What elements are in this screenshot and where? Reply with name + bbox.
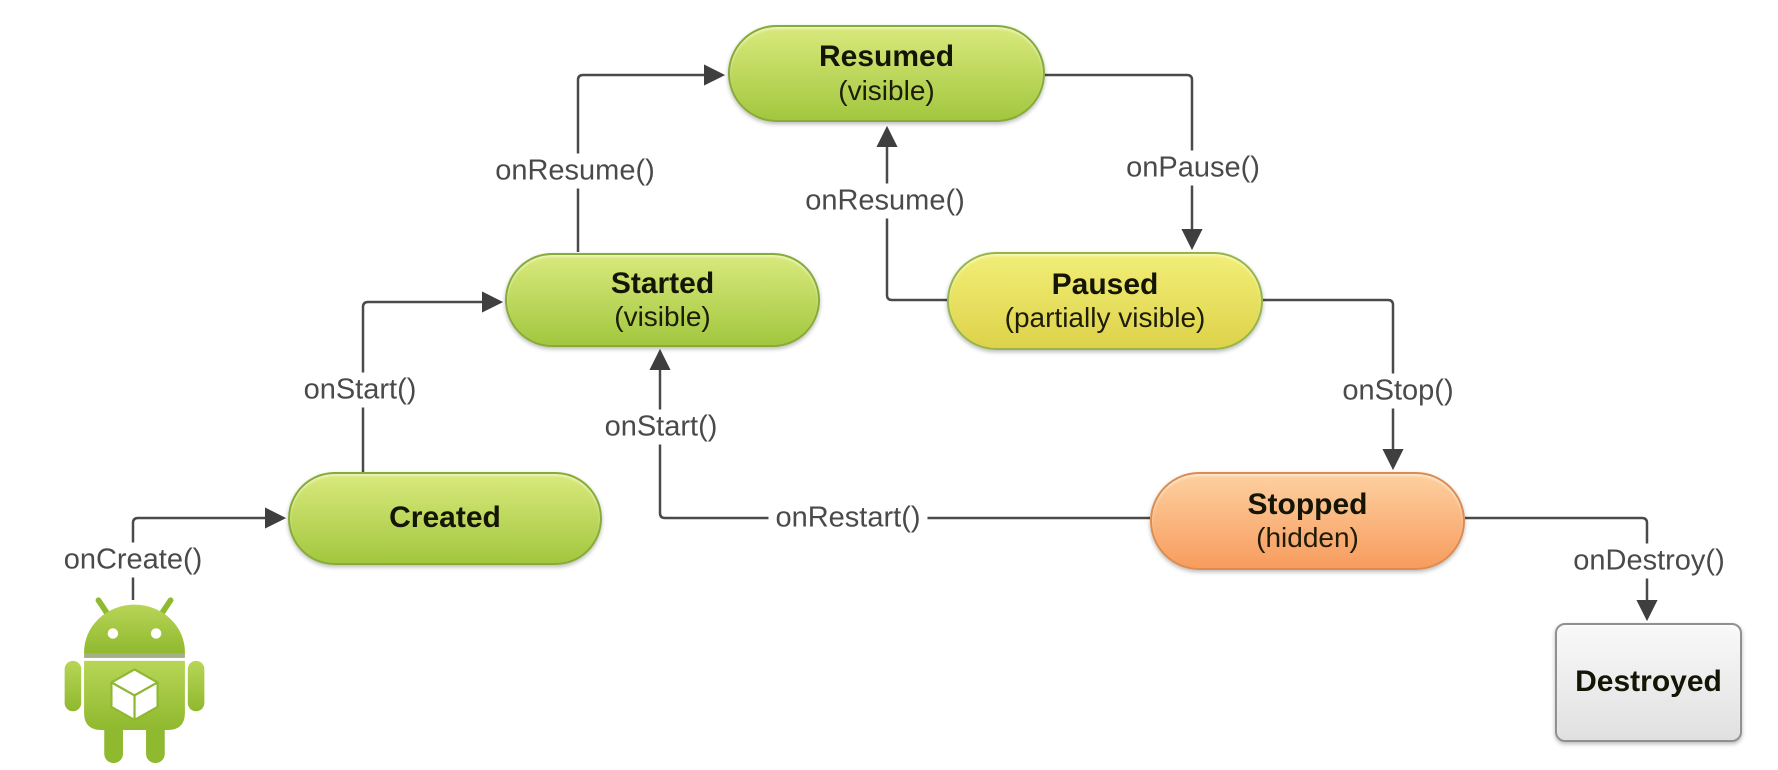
node-stopped: Stopped (hidden) xyxy=(1150,472,1465,570)
node-created-title: Created xyxy=(389,501,501,535)
node-paused: Paused (partially visible) xyxy=(947,252,1263,350)
edge-label-onresume-mid: onResume() xyxy=(798,183,972,219)
node-stopped-title: Stopped xyxy=(1247,487,1368,521)
node-paused-title: Paused xyxy=(1051,267,1159,301)
edge-onrestart xyxy=(649,348,1150,520)
node-paused-subtitle: (partially visible) xyxy=(1004,302,1206,334)
edge-label-onstart-mid: onStart() xyxy=(597,409,725,445)
node-resumed-title: Resumed xyxy=(818,40,955,74)
edge-onpause xyxy=(1045,73,1203,251)
node-started: Started (visible) xyxy=(505,253,820,347)
edge-label-onstop: onStop() xyxy=(1335,373,1461,409)
android-robot-icon xyxy=(64,597,205,764)
edge-onresume xyxy=(576,64,726,252)
edge-label-onstart: onStart() xyxy=(296,372,424,408)
node-started-title: Started xyxy=(610,266,715,300)
node-stopped-subtitle: (hidden) xyxy=(1256,522,1359,554)
edge-onresume-from-paused xyxy=(876,125,947,302)
node-destroyed: Destroyed xyxy=(1555,623,1742,742)
edge-ondestroy xyxy=(1465,516,1658,622)
edge-onstart xyxy=(361,291,504,472)
edge-onstop xyxy=(1263,298,1404,471)
edge-label-onrestart: onRestart() xyxy=(768,500,928,536)
node-created: Created xyxy=(288,472,602,565)
edge-oncreate xyxy=(131,507,287,600)
edge-label-onpause: onPause() xyxy=(1119,150,1267,186)
node-resumed: Resumed (visible) xyxy=(728,25,1045,122)
edge-label-ondestroy: onDestroy() xyxy=(1566,543,1732,579)
node-destroyed-title: Destroyed xyxy=(1575,665,1722,699)
node-resumed-subtitle: (visible) xyxy=(838,74,935,106)
edge-label-oncreate: onCreate() xyxy=(56,542,210,578)
edge-label-onresume: onResume() xyxy=(488,153,662,189)
node-started-subtitle: (visible) xyxy=(614,301,711,333)
